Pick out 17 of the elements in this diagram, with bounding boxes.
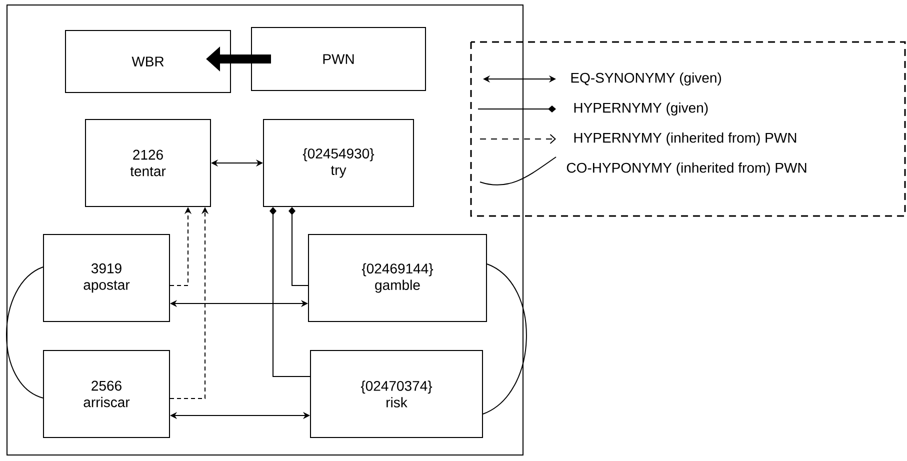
legend-text: HYPERNYMY (inherited from) PWN: [574, 132, 796, 146]
word-box: {02454930} try: [263, 119, 414, 207]
arrow: [270, 207, 310, 377]
frame-box: [6, 4, 524, 456]
word-box: {02470374} risk: [310, 350, 483, 438]
legend-text: EQ-SYNONYMY (given): [571, 72, 722, 86]
legend-text: CO-HYPONYMY (inherited from) PWN: [566, 162, 806, 176]
legend-text: HYPERNYMY (given): [574, 102, 708, 116]
word-box: PWN: [251, 27, 426, 91]
word-box: 3919 apostar: [43, 234, 170, 322]
word-box: {02469144} gamble: [308, 234, 487, 322]
arrow: [288, 207, 308, 286]
word-box: 2126 tentar: [85, 119, 211, 207]
curved-line: [6, 266, 44, 398]
word-box: WBR: [65, 30, 231, 93]
word-box: 2566 arriscar: [43, 350, 170, 438]
curved-line: [482, 264, 527, 414]
